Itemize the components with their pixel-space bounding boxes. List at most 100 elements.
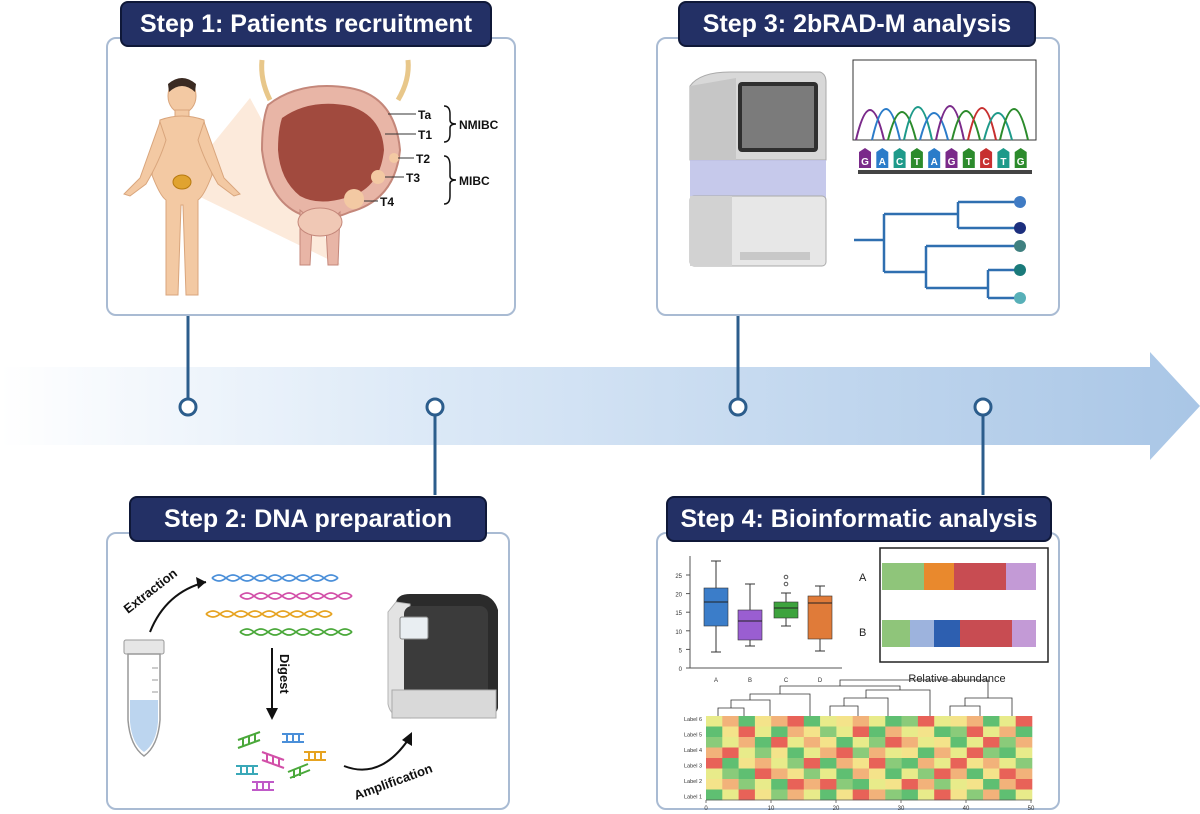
heatmap-cell — [966, 726, 984, 738]
heatmap-cell — [901, 779, 919, 790]
heatmap-cell — [901, 747, 919, 759]
heatmap-cell — [787, 779, 805, 790]
heatmap-cell — [787, 747, 805, 759]
heatmap-cell — [983, 768, 1000, 780]
heatmap-cell — [706, 747, 723, 759]
heatmap-cell — [983, 716, 1000, 727]
heatmap-cell — [999, 768, 1016, 780]
heatmap-cell — [771, 747, 788, 759]
heatmap-row-label: Label 4 — [684, 748, 702, 754]
heatmap-cell — [966, 737, 984, 748]
heatmap-cell — [820, 747, 837, 759]
amplification-arrow — [343, 739, 409, 771]
step4-title: Step 4: Bioinformatic analysis — [666, 496, 1052, 542]
heatmap-cell — [869, 737, 886, 748]
boxplot-box — [773, 601, 799, 619]
heatmap-row-label: Label 5 — [684, 733, 702, 739]
heatmap-cell — [999, 747, 1016, 759]
heatmap-cell — [917, 758, 935, 769]
heatmap-cell — [820, 726, 837, 738]
heatmap-cell — [722, 737, 739, 748]
heatmap-cell — [787, 716, 805, 727]
abundance-segment — [882, 563, 924, 590]
heatmap-cell — [771, 726, 788, 738]
heatmap-cell — [983, 737, 1000, 748]
heatmap-cell — [917, 737, 935, 748]
heatmap-cell — [917, 768, 935, 780]
bladder-icon — [259, 59, 411, 266]
heatmap-cell — [722, 747, 739, 759]
timeline-arrow — [0, 352, 1200, 460]
base-letter: A — [931, 157, 938, 168]
boxplot-ytick: 20 — [675, 593, 682, 599]
heatmap-xtick: 10 — [768, 806, 775, 812]
boxplot-xtick: D — [818, 678, 823, 684]
heatmap-cell — [722, 716, 739, 727]
heatmap-cell — [934, 716, 951, 727]
heatmap-cell — [836, 758, 853, 769]
base-tile — [910, 148, 923, 168]
abundance-segment — [1012, 620, 1036, 647]
heatmap-cell — [869, 747, 886, 759]
heatmap-cell — [999, 789, 1016, 801]
boxplot-ytick: 10 — [675, 630, 682, 636]
heatmap-cell — [754, 737, 772, 748]
tree-leaf — [1014, 222, 1026, 234]
heatmap-cell — [999, 758, 1016, 769]
base-tile — [876, 148, 889, 168]
heatmap-cell — [738, 747, 756, 759]
heatmap-cell — [917, 716, 935, 727]
heatmap-cell — [836, 737, 853, 748]
sequencer-icon — [689, 71, 827, 267]
heatmap-row-label: Label 3 — [684, 764, 702, 770]
heatmap-cell — [803, 768, 821, 780]
heatmap-cell — [966, 789, 984, 801]
heatmap-cell — [869, 716, 886, 727]
abundance-segment — [934, 620, 960, 647]
heatmap-cell — [983, 747, 1000, 759]
heatmap-xtick: 0 — [704, 806, 708, 812]
heatmap-cell — [983, 726, 1000, 738]
heatmap-cell — [820, 779, 837, 790]
stage-t3: T3 — [406, 171, 420, 185]
base-letter: C — [982, 157, 989, 168]
heatmap-cell — [706, 758, 723, 769]
boxplot-xtick: B — [748, 678, 752, 684]
heatmap-cell — [787, 758, 805, 769]
heatmap-cell — [869, 768, 886, 780]
heatmap-cell — [934, 779, 951, 790]
heatmap-cell — [771, 768, 788, 780]
heatmap-cell — [787, 737, 805, 748]
heatmap-cell — [787, 726, 805, 738]
heatmap-cell — [820, 768, 837, 780]
base-tile — [945, 148, 958, 168]
boxplot-box — [737, 609, 763, 641]
heatmap-cell — [934, 758, 951, 769]
tree-leaf — [1014, 196, 1026, 208]
heatmap-cell — [836, 726, 853, 738]
heatmap-cell — [738, 737, 756, 748]
boxplot-box — [807, 595, 833, 640]
heatmap-cell — [950, 737, 968, 748]
heatmap-cell — [803, 789, 821, 801]
heatmap-cell — [820, 789, 837, 801]
heatmap-row-label: Label 2 — [684, 779, 702, 785]
heatmap-cell — [934, 789, 951, 801]
step1-title: Step 1: Patients recruitment — [120, 1, 492, 47]
heatmap-cell — [738, 726, 756, 738]
heatmap-cell — [983, 758, 1000, 769]
heatmap-cell — [950, 747, 968, 759]
heatmap-xtick: 40 — [963, 806, 970, 812]
connector-node-step2 — [425, 397, 445, 417]
stage-t1: T1 — [418, 128, 432, 142]
heatmap-cell — [754, 768, 772, 780]
heatmap-cell — [999, 726, 1016, 738]
boxplot-xtick: A — [714, 678, 718, 684]
heatmap-cell — [803, 758, 821, 769]
heatmap-cell — [917, 789, 935, 801]
heatmap-cell — [950, 779, 968, 790]
